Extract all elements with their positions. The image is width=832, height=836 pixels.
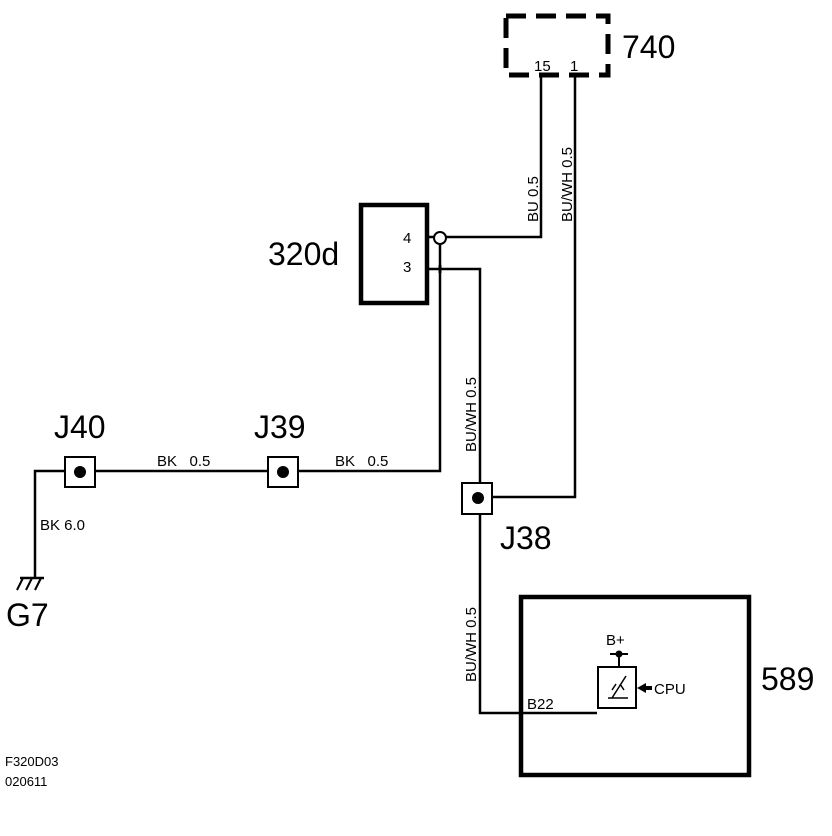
cpu-arrow-icon xyxy=(637,683,652,693)
switch-symbol-icon xyxy=(608,675,628,699)
component-589-bplus-label: B+ xyxy=(606,632,625,649)
component-589-pin-b22: B22 xyxy=(527,696,554,713)
footer: F320D03 020611 xyxy=(5,754,58,789)
wire-label-buwh-740: BU/WH 0.5 xyxy=(559,147,576,222)
wire-label-buwh-320d: BU/WH 0.5 xyxy=(463,377,480,452)
component-589-cpu-label: CPU xyxy=(654,681,686,698)
footer-date: 020611 xyxy=(5,774,47,789)
wire-bk-320d-j39 xyxy=(298,244,442,473)
wire-label-bk-ground: BK 6.0 xyxy=(40,517,85,534)
wire-bu-740-320d xyxy=(427,76,543,239)
ground-g7-label: G7 xyxy=(6,597,49,633)
component-589: 589 B22 B+ CPU xyxy=(518,594,814,778)
junction-j38-label: J38 xyxy=(500,520,552,556)
component-740-pin-15: 15 xyxy=(534,58,551,75)
cpu-switch-box xyxy=(597,666,637,709)
wire-buwh-j38-589 xyxy=(478,510,597,715)
component-320d-pin-3: 3 xyxy=(403,259,411,276)
junction-j39-label: J39 xyxy=(254,409,306,445)
component-320d: 320d 4 3 xyxy=(268,202,430,306)
wire-labels: BU 0.5 BU/WH 0.5 BU/WH 0.5 BU/WH 0.5 BK … xyxy=(40,147,576,682)
component-589-label: 589 xyxy=(761,661,814,697)
wire-label-bk-j40-j39: BK 0.5 xyxy=(157,453,210,470)
component-320d-label: 320d xyxy=(268,236,339,272)
ground-g7: G7 xyxy=(6,576,49,633)
junction-j38: J38 xyxy=(461,482,552,556)
footer-code: F320D03 xyxy=(5,754,58,769)
junction-j40: J40 xyxy=(54,409,106,488)
wires xyxy=(33,76,597,715)
junction-j40-label: J40 xyxy=(54,409,106,445)
wire-label-buwh-589: BU/WH 0.5 xyxy=(463,607,480,682)
component-740-pin-1: 1 xyxy=(570,58,578,75)
wire-buwh-740-j38 xyxy=(492,76,577,499)
wire-label-bk-j39-320d: BK 0.5 xyxy=(335,453,388,470)
junction-j39: J39 xyxy=(254,409,306,488)
splice-ring xyxy=(433,231,447,245)
wire-buwh-320d-j38 xyxy=(427,267,482,485)
wire-bk-j40-g7 xyxy=(33,469,65,578)
wire-label-bu: BU 0.5 xyxy=(525,176,542,222)
component-320d-pin-4: 4 xyxy=(403,230,411,247)
component-740: 740 15 1 xyxy=(503,13,675,78)
component-740-label: 740 xyxy=(622,29,675,65)
splice-marks xyxy=(433,231,447,273)
